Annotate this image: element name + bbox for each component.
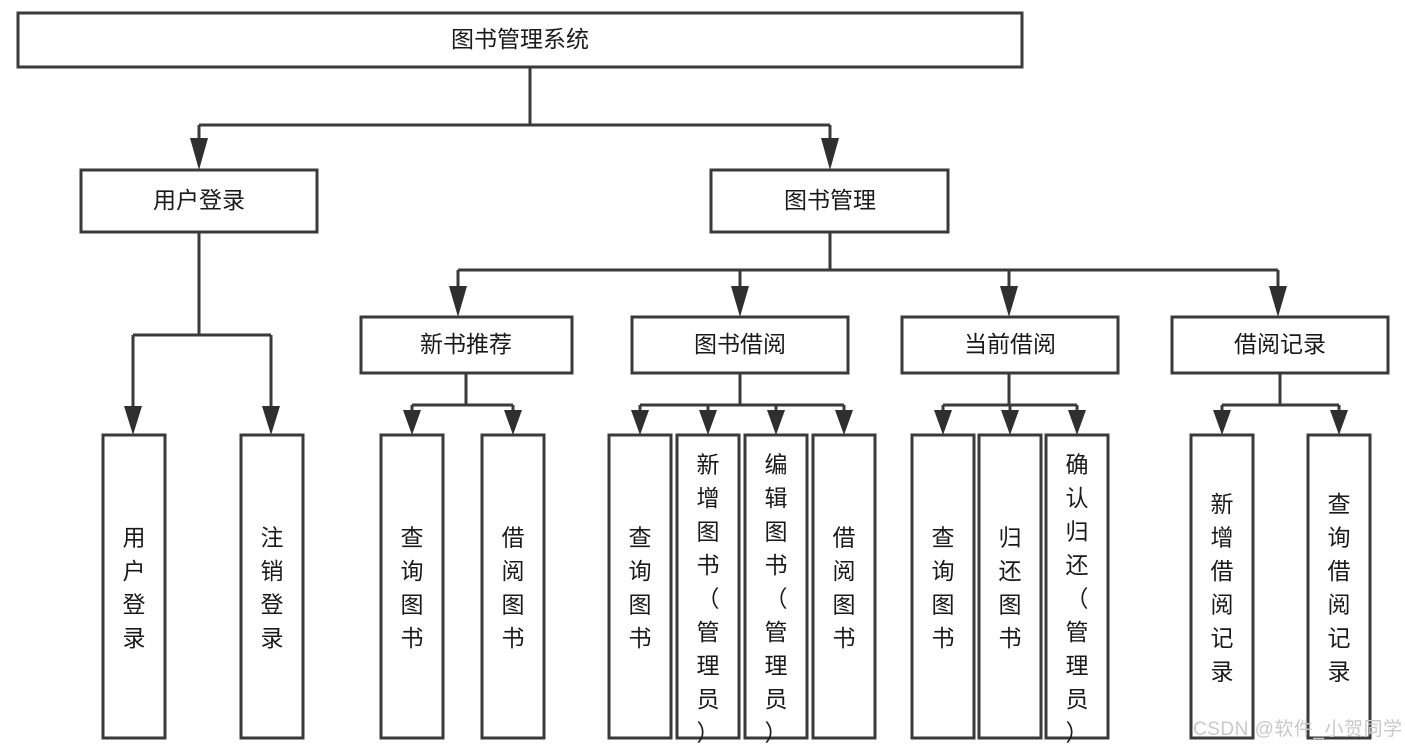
- node-current-borrow-box[interactable]: [900, 315, 1120, 375]
- arrow-head-icon: [767, 410, 785, 435]
- leaf-label-query-book-1: 查询图书: [401, 525, 424, 652]
- node-book-borrow[interactable]: 图书借阅: [630, 315, 850, 375]
- node-current-borrow-label: 当前借阅: [964, 331, 1056, 357]
- leaf-box-query-record[interactable]: [1306, 433, 1372, 740]
- leaf-label-query-book-3: 查询图书: [932, 525, 955, 652]
- leaf-box-edit-book[interactable]: [743, 433, 809, 740]
- arrow-head-icon: [190, 138, 208, 170]
- leaf-box-add-record[interactable]: [1189, 433, 1255, 740]
- node-book-management-box[interactable]: [709, 168, 950, 234]
- leaf-box-return-book[interactable]: [977, 433, 1043, 740]
- node-user-login-label: 用户登录: [153, 187, 245, 213]
- node-root-label: 图书管理系统: [451, 26, 589, 52]
- arrow-head-icon: [821, 138, 839, 170]
- node-new-book-recommend-box[interactable]: [359, 315, 574, 375]
- node-root[interactable]: 图书管理系统: [16, 11, 1024, 69]
- leaf-label-query-book-2: 查询图书: [629, 525, 652, 652]
- node-borrow-record[interactable]: 借阅记录: [1170, 315, 1390, 375]
- leaf-label-query-record: 查询借阅记录: [1328, 491, 1351, 685]
- arrow-head-icon: [934, 410, 952, 435]
- leaf-label-borrow-book-2: 借阅图书: [833, 525, 856, 652]
- arrow-head-icon: [1000, 286, 1018, 317]
- leaf-label-return-book: 归还图书: [999, 525, 1022, 652]
- arrow-head-icon: [262, 406, 280, 435]
- arrow-head-icon: [631, 410, 649, 435]
- leaf-box-logout[interactable]: [239, 433, 305, 740]
- leaf-label-add-book: 新增图书（管理员）: [697, 451, 720, 745]
- arrow-head-icon: [1068, 410, 1086, 435]
- arrow-head-icon: [1330, 410, 1348, 435]
- leaf-box-confirm-return[interactable]: [1044, 433, 1110, 740]
- csdn-watermark: CSDN @软件_小贺同学: [1193, 719, 1403, 740]
- leaf-label-confirm-return: 确认归还（管理员）: [1066, 451, 1089, 745]
- leaf-box-query-book-2[interactable]: [607, 433, 673, 740]
- arrow-head-icon: [1213, 410, 1231, 435]
- arrow-head-icon: [835, 410, 853, 435]
- node-book-borrow-box[interactable]: [630, 315, 850, 375]
- arrow-head-icon: [124, 406, 142, 435]
- leaf-label-user-login: 用户登录: [123, 525, 146, 652]
- node-new-book-recommend-label: 新书推荐: [420, 331, 512, 357]
- node-borrow-record-label: 借阅记录: [1234, 331, 1326, 357]
- arrow-head-icon: [504, 410, 522, 435]
- arrow-head-icon: [403, 410, 421, 435]
- leaf-box-add-book[interactable]: [675, 433, 741, 740]
- node-user-login-box[interactable]: [79, 168, 319, 234]
- leaf-label-add-record: 新增借阅记录: [1211, 491, 1234, 685]
- node-user-login[interactable]: 用户登录: [79, 168, 319, 234]
- node-borrow-record-box[interactable]: [1170, 315, 1390, 375]
- arrow-head-icon: [449, 286, 467, 317]
- connector-layer: [124, 67, 1348, 435]
- leaf-label-logout: 注销登录: [261, 525, 284, 652]
- node-book-borrow-label: 图书借阅: [694, 331, 786, 357]
- node-new-book-recommend[interactable]: 新书推荐: [359, 315, 574, 375]
- leaf-box-query-book-3[interactable]: [910, 433, 976, 740]
- leaf-box-user-login[interactable]: [101, 433, 167, 740]
- leaf-box-borrow-book-1[interactable]: [480, 433, 546, 740]
- node-current-borrow[interactable]: 当前借阅: [900, 315, 1120, 375]
- leaf-box-query-book-1[interactable]: [379, 433, 445, 740]
- node-root-box[interactable]: [16, 11, 1024, 69]
- arrow-head-icon: [731, 286, 749, 317]
- leaf-box-borrow-book-2[interactable]: [811, 433, 877, 740]
- arrow-head-icon: [699, 410, 717, 435]
- leaf-label-borrow-book-1: 借阅图书: [502, 525, 525, 652]
- node-book-management[interactable]: 图书管理: [709, 168, 950, 234]
- leaf-label-edit-book: 编辑图书（管理员）: [765, 451, 788, 745]
- arrow-head-icon: [1269, 286, 1287, 317]
- arrow-head-icon: [1001, 410, 1019, 435]
- leaf-layer: 用户登录 注销登录 查询图书 借阅图书 查询图书 新增图书（管理员） 编辑图书（…: [101, 433, 1372, 746]
- node-book-management-label: 图书管理: [784, 187, 876, 213]
